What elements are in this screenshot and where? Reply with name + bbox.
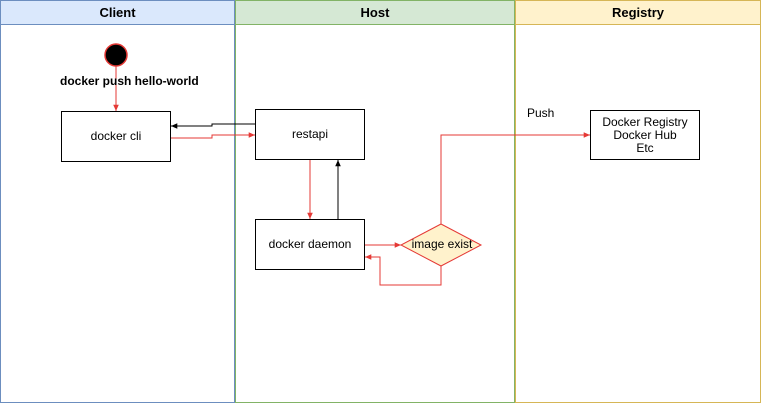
docker-daemon-node: docker daemon bbox=[255, 219, 365, 270]
start-node bbox=[104, 43, 128, 67]
push-edge-label: Push bbox=[527, 106, 555, 120]
edge-decision-to-registry bbox=[440, 132, 590, 224]
start-label: docker push hello-world bbox=[60, 74, 199, 88]
docker-cli-node: docker cli bbox=[61, 111, 171, 162]
lane-host-header: Host bbox=[236, 1, 514, 25]
lane-client: Client bbox=[0, 0, 235, 403]
edge-decision-to-daemon bbox=[365, 254, 442, 286]
decision-label: image exist bbox=[411, 237, 473, 251]
lane-client-header: Client bbox=[1, 1, 234, 25]
lane-registry-header: Registry bbox=[516, 1, 760, 25]
restapi-node: restapi bbox=[255, 109, 365, 160]
docker-registry-node: Docker Registry Docker Hub Etc bbox=[590, 110, 700, 160]
edge-cli-to-restapi bbox=[171, 132, 255, 139]
lane-host: Host bbox=[235, 0, 515, 403]
edge-restapi-to-cli bbox=[171, 123, 255, 129]
